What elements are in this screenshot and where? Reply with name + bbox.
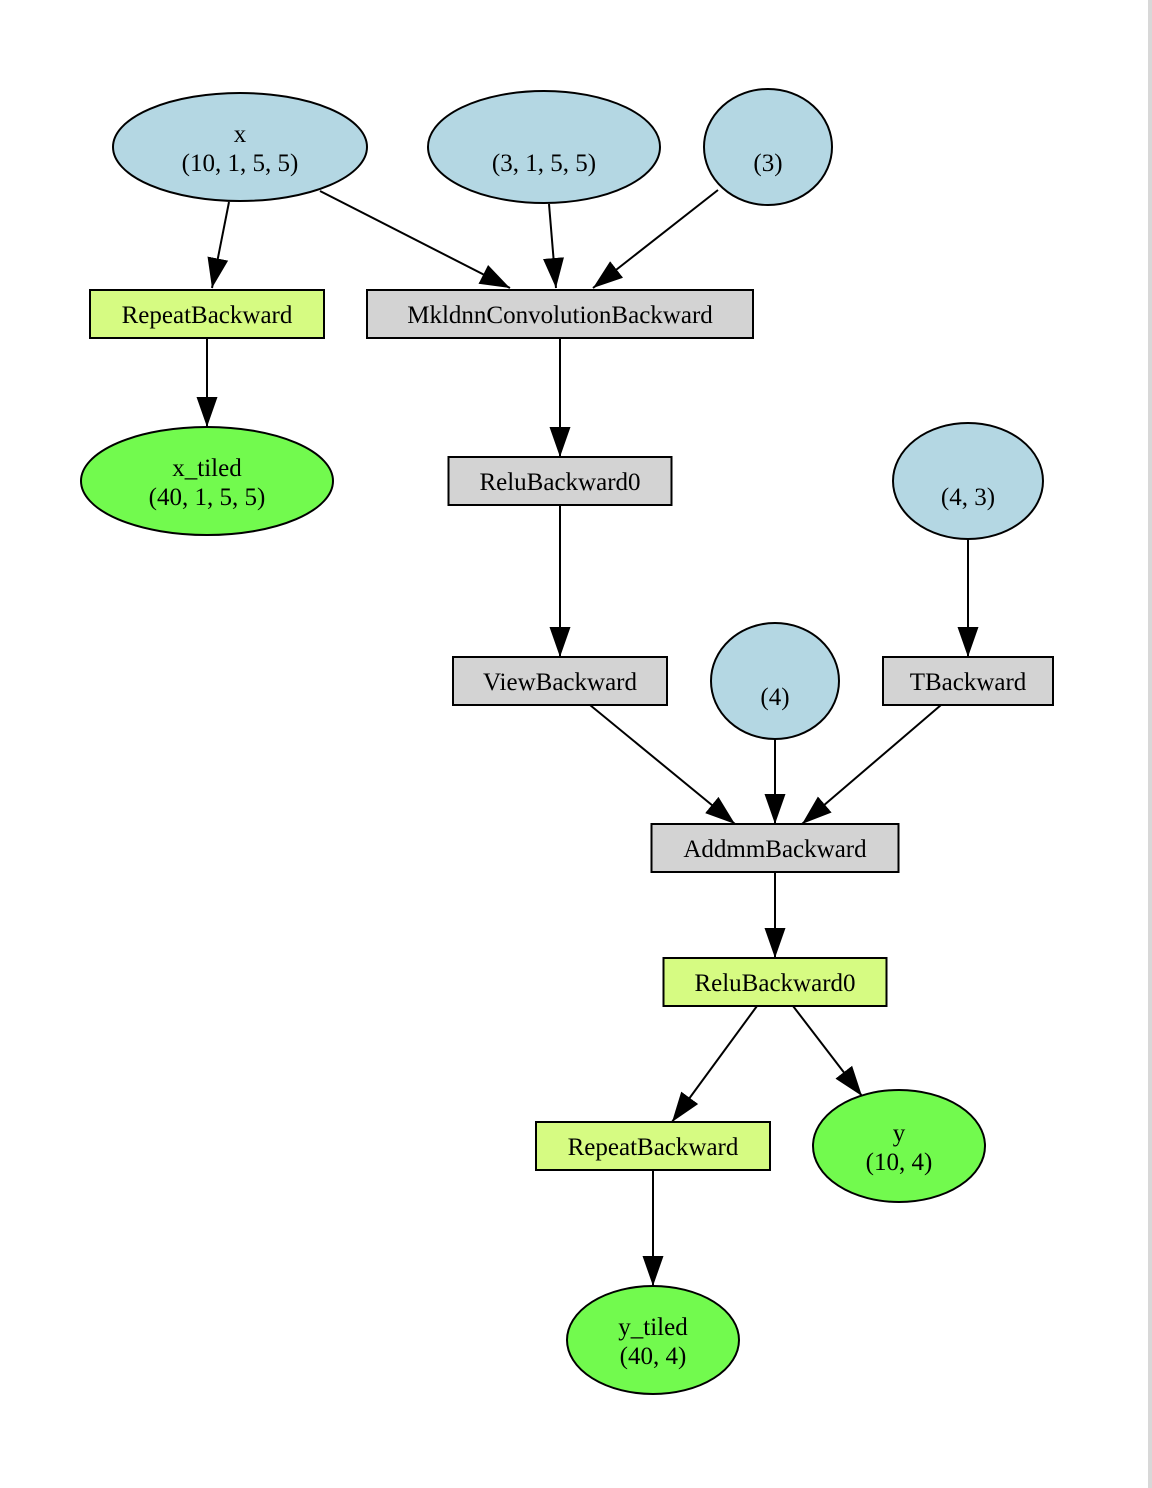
node-box <box>535 1121 771 1171</box>
node-w: (3, 1, 5, 5) <box>427 90 661 204</box>
node-label: TBackward <box>910 669 1027 696</box>
node-shape: (10, 4) <box>866 1149 933 1176</box>
node-shape: (10, 1, 5, 5) <box>182 150 299 177</box>
edge-x-to-conv <box>319 190 511 289</box>
node-name: x <box>234 121 247 148</box>
edge-x-to-rep1 <box>207 201 230 289</box>
node-label: RepeatBackward <box>122 302 293 329</box>
node-ellipse <box>812 1089 986 1203</box>
node-box <box>662 957 888 1007</box>
edge-view-to-addmm <box>589 704 736 825</box>
node-shape: (4) <box>760 684 789 711</box>
node-box <box>452 656 668 706</box>
node-ellipse <box>703 88 833 206</box>
node-t: TBackward <box>882 656 1054 706</box>
node-box <box>89 289 325 339</box>
node-view: ViewBackward <box>452 656 668 706</box>
node-shape: (40, 4) <box>620 1343 687 1370</box>
node-b2: (4) <box>710 622 840 740</box>
node-label: AddmmBackward <box>683 836 867 863</box>
node-label: ReluBackward0 <box>479 469 640 496</box>
node-label: MkldnnConvolutionBackward <box>407 302 713 329</box>
node-y: y(10, 4) <box>812 1089 986 1203</box>
node-label: ReluBackward0 <box>694 970 855 997</box>
node-shape: (40, 1, 5, 5) <box>149 484 266 511</box>
node-ellipse <box>710 622 840 740</box>
node-xt: x_tiled(40, 1, 5, 5) <box>80 426 334 536</box>
node-name: x_tiled <box>172 455 242 482</box>
node-shape: (3) <box>753 150 782 177</box>
node-ellipse <box>427 90 661 204</box>
node-ellipse <box>566 1285 740 1395</box>
node-x: x(10, 1, 5, 5) <box>112 92 368 202</box>
node-rep2: RepeatBackward <box>535 1121 771 1171</box>
scrollbar[interactable] <box>1148 0 1152 1488</box>
node-addmm: AddmmBackward <box>650 823 900 873</box>
node-ellipse <box>112 92 368 202</box>
edge-w-to-conv <box>543 203 564 289</box>
node-name: y <box>893 1120 906 1147</box>
edges-layer <box>196 189 979 1286</box>
node-relu2: ReluBackward0 <box>662 957 888 1007</box>
node-label: ViewBackward <box>483 669 637 696</box>
node-box <box>366 289 754 339</box>
node-label: RepeatBackward <box>568 1134 739 1161</box>
node-box <box>447 456 673 506</box>
node-w2: (4, 3) <box>892 422 1044 540</box>
nodes-layer: x(10, 1, 5, 5) (3, 1, 5, 5) (3) RepeatBackw… <box>80 88 1054 1395</box>
node-rep1: RepeatBackward <box>89 289 325 339</box>
node-conv: MkldnnConvolutionBackward <box>366 289 754 339</box>
edge-b-to-conv <box>592 189 719 289</box>
edge-t-to-addmm <box>801 704 942 825</box>
node-shape: (4, 3) <box>941 484 995 511</box>
edge-relu2-to-rep2 <box>671 1005 758 1123</box>
node-relu1: ReluBackward0 <box>447 456 673 506</box>
node-name: y_tiled <box>618 1314 688 1341</box>
edge-relu2-to-y <box>792 1005 863 1097</box>
node-yt: y_tiled(40, 4) <box>566 1285 740 1395</box>
node-ellipse <box>80 426 334 536</box>
node-b: (3) <box>703 88 833 206</box>
node-ellipse <box>892 422 1044 540</box>
node-shape: (3, 1, 5, 5) <box>492 150 596 177</box>
node-box <box>650 823 900 873</box>
node-box <box>882 656 1054 706</box>
